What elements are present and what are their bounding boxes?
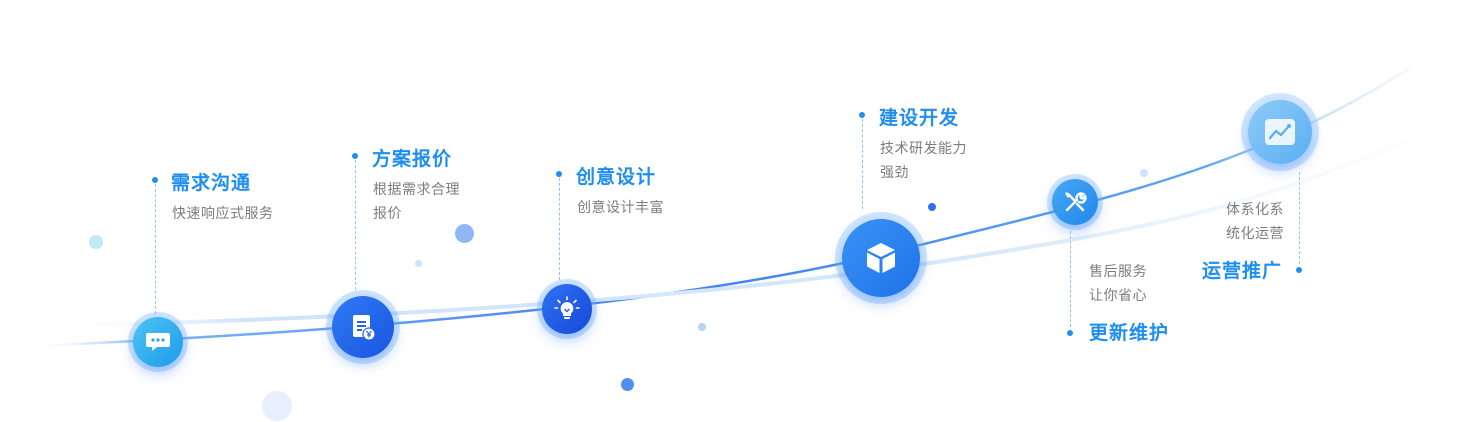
step-description: 技术研发能力 强劲	[880, 137, 967, 185]
step-node[interactable]	[537, 279, 597, 339]
step-description: 售后服务 让你省心	[1089, 260, 1147, 308]
description-line: 体系化系	[1226, 202, 1284, 218]
step-description: 快速响应式服务	[172, 202, 274, 226]
node-core	[332, 296, 394, 358]
lead-dot	[859, 112, 865, 118]
step-node[interactable]	[1241, 93, 1319, 171]
chat-icon	[146, 333, 170, 351]
lead-dot	[1067, 330, 1073, 336]
lead-dot	[556, 171, 562, 177]
description-line: 技术研发能力	[880, 141, 967, 157]
decor-bubble	[262, 391, 292, 421]
step-node[interactable]	[835, 212, 927, 304]
step-node[interactable]	[1047, 174, 1103, 230]
step-title: 需求沟通	[171, 172, 252, 194]
step-title: 创意设计	[576, 166, 657, 188]
lead-dot	[352, 153, 358, 159]
step-title: 方案报价	[372, 148, 453, 170]
description-line: 统化运营	[1226, 226, 1284, 242]
decor-bubble	[455, 224, 474, 243]
step-node[interactable]	[326, 290, 400, 364]
decor-bubble	[698, 323, 706, 331]
description-line: 快速响应式服务	[172, 206, 274, 222]
quote-document-icon	[353, 315, 376, 341]
decor-bubble	[415, 260, 422, 267]
node-core	[842, 219, 920, 297]
step-description: 体系化系 统化运营	[1204, 198, 1284, 246]
node-core	[133, 317, 183, 367]
decor-bubble	[621, 378, 634, 391]
description-line: 售后服务	[1089, 264, 1147, 280]
lead-line	[155, 184, 156, 314]
lead-line	[1299, 172, 1300, 264]
node-core	[542, 284, 592, 334]
lead-dot	[152, 177, 158, 183]
decor-bubble	[89, 235, 103, 249]
step-title: 更新维护	[1089, 322, 1170, 344]
step-node[interactable]	[128, 312, 188, 372]
cube-icon	[867, 243, 895, 273]
lead-line	[1070, 231, 1071, 327]
wrench-screwdriver-icon	[1065, 192, 1087, 212]
step-description: 创意设计丰富	[577, 196, 664, 220]
description-line: 强劲	[880, 165, 909, 181]
step-title: 运营推广	[1202, 260, 1283, 282]
step-description: 根据需求合理 报价	[373, 178, 460, 226]
lead-line	[862, 119, 863, 209]
lead-line	[355, 160, 356, 290]
description-line: 让你省心	[1089, 288, 1147, 304]
node-core	[1248, 100, 1312, 164]
decor-bubble	[1140, 169, 1148, 177]
decor-bubble	[928, 203, 936, 211]
node-core	[1052, 179, 1098, 225]
description-line: 根据需求合理	[373, 182, 460, 198]
description-line: 创意设计丰富	[577, 200, 664, 216]
lead-dot	[1296, 267, 1302, 273]
lightbulb-icon	[554, 296, 580, 319]
step-title: 建设开发	[879, 107, 960, 129]
description-line: 报价	[373, 206, 402, 222]
chart-line-icon	[1265, 119, 1295, 145]
lead-line	[559, 178, 560, 280]
